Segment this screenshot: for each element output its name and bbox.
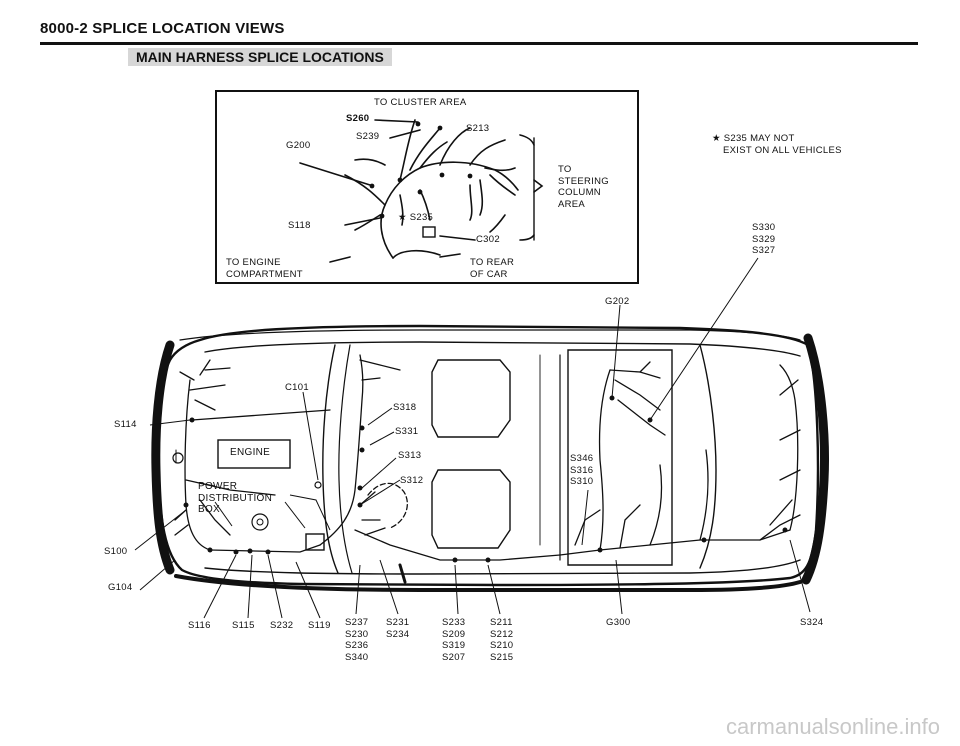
inset-diagram-frame: [215, 90, 639, 284]
label-to-cluster-area: TO CLUSTER AREA: [374, 97, 467, 108]
label-col-a: S237 S230 S236 S340: [345, 617, 369, 663]
label-s330-group: S330 S329 S327: [752, 222, 776, 256]
label-s312: S312: [400, 475, 424, 486]
label-engine: ENGINE: [230, 447, 271, 458]
label-s324: S324: [800, 617, 824, 628]
label-s118: S118: [288, 220, 311, 231]
label-g200: G200: [286, 140, 311, 151]
label-s313: S313: [398, 450, 422, 461]
page-title: 8000-2 SPLICE LOCATION VIEWS: [40, 20, 285, 37]
label-c302: C302: [476, 234, 500, 245]
label-to-engine-compartment: TO ENGINE COMPARTMENT: [226, 257, 303, 280]
watermark-text: carmanualsonline.info: [725, 714, 940, 739]
label-s119: S119: [308, 620, 331, 631]
label-s116: S116: [188, 620, 211, 631]
label-s239: S239: [356, 131, 380, 142]
label-col-d: S211 S212 S210 S215: [490, 617, 514, 663]
label-g300: G300: [606, 617, 631, 628]
label-power-distribution-box: POWER DISTRIBUTION BOX: [198, 481, 273, 515]
label-s115: S115: [232, 620, 255, 631]
label-s232: S232: [270, 620, 294, 631]
section-subtitle: MAIN HARNESS SPLICE LOCATIONS: [128, 48, 392, 66]
label-s235: ★ S235: [398, 212, 434, 223]
label-g104: G104: [108, 582, 133, 593]
label-s213: S213: [466, 123, 490, 134]
label-col-b: S231 S234: [386, 617, 410, 640]
label-s100: S100: [104, 546, 128, 557]
label-s331: S331: [395, 426, 419, 437]
label-col-c: S233 S209 S319 S207: [442, 617, 466, 663]
label-s318: S318: [393, 402, 417, 413]
title-rule: [40, 42, 918, 45]
note-s235: ★ S235 MAY NOT EXIST ON ALL VEHICLES: [712, 133, 842, 156]
label-s114: S114: [114, 419, 137, 430]
label-s260: S260: [346, 113, 370, 124]
label-to-rear-of-car: TO REAR OF CAR: [470, 257, 515, 280]
label-steering-column-area: TO STEERING COLUMN AREA: [558, 164, 609, 210]
label-s346-group: S346 S316 S310: [570, 453, 594, 487]
label-c101: C101: [285, 382, 309, 393]
label-g202: G202: [605, 296, 630, 307]
